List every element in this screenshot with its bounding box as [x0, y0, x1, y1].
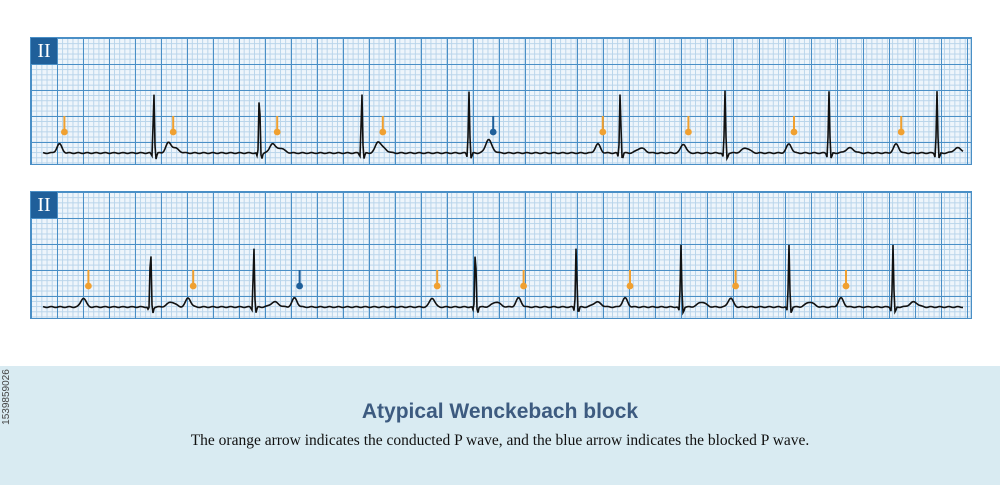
side-id-text: 1539859026 — [1, 369, 12, 425]
conducted-p-wave-marker — [433, 270, 441, 290]
blocked-p-wave-marker — [296, 270, 303, 290]
conducted-p-wave-marker — [61, 116, 68, 136]
conducted-p-wave-marker — [626, 270, 634, 290]
conducted-p-wave-marker — [189, 270, 197, 290]
conducted-p-wave-marker — [732, 270, 739, 290]
conducted-p-wave-marker — [842, 270, 850, 290]
conducted-p-wave-marker — [897, 116, 905, 136]
conducted-p-wave-marker — [520, 270, 527, 290]
lead-label: II — [31, 38, 57, 64]
ecg-strip-2: II — [30, 191, 972, 319]
caption-title: Atypical Wenckebach block — [361, 400, 639, 423]
conducted-p-wave-marker — [169, 116, 177, 136]
conducted-p-wave-marker — [599, 116, 607, 136]
conducted-p-wave-marker — [685, 116, 692, 136]
conducted-p-wave-marker — [790, 116, 798, 136]
conducted-p-wave-marker — [379, 116, 387, 136]
conducted-p-wave-marker — [273, 116, 281, 136]
ecg-trace — [42, 90, 964, 162]
ecg-trace — [42, 244, 963, 316]
conducted-p-wave-marker — [85, 270, 92, 290]
caption-subtitle: The orange arrow indicates the conducted… — [190, 432, 810, 449]
ecg-plot — [42, 244, 963, 316]
caption-panel: Atypical Wenckebach block The orange arr… — [0, 366, 1000, 485]
blocked-p-wave-marker — [489, 116, 497, 136]
ecg-strip-1: II — [30, 37, 972, 165]
ecg-plot — [42, 90, 964, 162]
lead-label: II — [31, 192, 57, 218]
